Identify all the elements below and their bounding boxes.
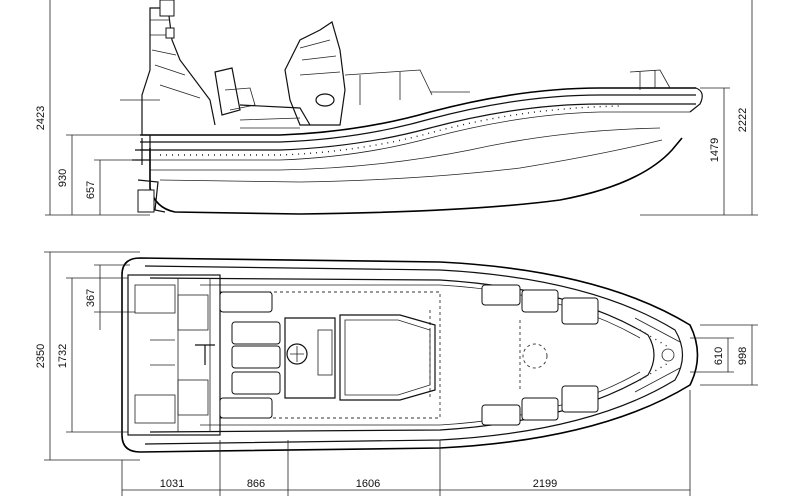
side-right-dims: 1479 2222 (640, 0, 758, 216)
dim-bow-height-2: 2222 (737, 108, 749, 132)
dim-length-1: 1031 (160, 478, 184, 490)
top-bow-frame (339, 314, 436, 401)
side-view (132, 0, 703, 215)
side-radar-arch (141, 7, 216, 135)
dim-bow-width-1: 610 (713, 347, 725, 365)
top-right-dims: 610 998 (690, 324, 758, 386)
dim-overall-height: 2423 (35, 106, 47, 130)
dim-length-3: 1606 (356, 478, 380, 490)
bottom-length-dims: 1031 866 1606 2199 (121, 390, 691, 496)
top-tube-outline (121, 257, 699, 453)
top-left-dims: 2350 1732 367 (35, 251, 140, 461)
top-jockey-seat-1 (231, 321, 281, 345)
side-bow-rail (344, 69, 470, 105)
side-tube-top (140, 87, 696, 136)
side-console (284, 21, 346, 126)
dim-length-2: 866 (247, 478, 265, 490)
dim-length-4: 2199 (533, 478, 557, 490)
top-steering-wheel (286, 343, 308, 365)
dim-overall-width: 2350 (35, 344, 47, 368)
side-hull-outline (149, 137, 683, 215)
top-console (284, 317, 336, 399)
side-seat-rear (214, 67, 241, 116)
side-left-dims: 2423 930 657 (35, 0, 160, 216)
top-transom-area (127, 274, 221, 436)
dim-inner-width: 1732 (57, 344, 69, 368)
dim-bow-height-1: 1479 (709, 138, 721, 162)
dim-hull-height-1: 930 (57, 169, 69, 187)
top-side-cushion-1 (481, 284, 521, 306)
dim-hull-height-2: 657 (85, 181, 97, 199)
dim-bow-width-2: 998 (737, 347, 749, 365)
dim-pod-offset: 367 (85, 289, 97, 307)
top-view (121, 257, 699, 453)
